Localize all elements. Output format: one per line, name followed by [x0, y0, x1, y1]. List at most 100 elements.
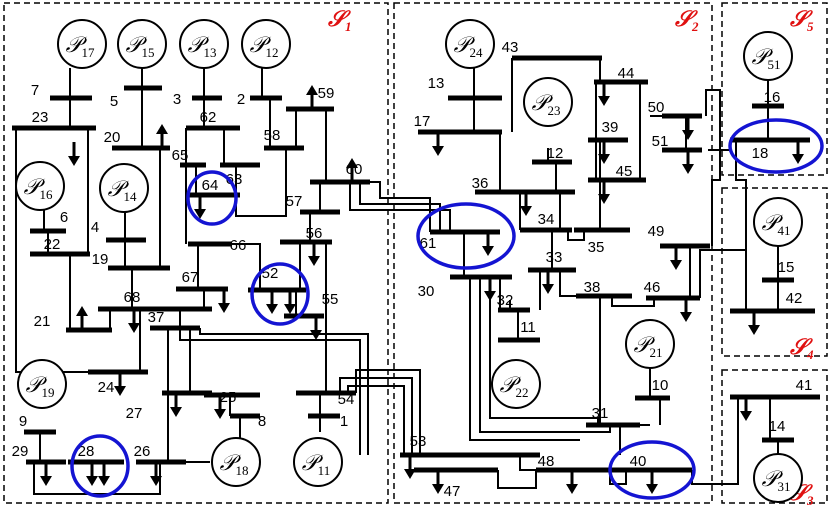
area-label-s4: 𝒮4 — [789, 334, 814, 362]
generator-p51-icon: 𝒫51 — [743, 31, 793, 81]
bus-30-label: 30 — [418, 283, 435, 300]
load-arrow-icon — [598, 180, 610, 204]
load-arrow-icon — [214, 395, 226, 419]
transmission-line — [199, 328, 369, 455]
bus-55-label: 55 — [322, 291, 339, 308]
transmission-line — [179, 309, 361, 455]
bus-15-label: 15 — [778, 259, 795, 276]
area-box-s2 — [393, 2, 713, 504]
bus-26-label: 26 — [134, 443, 151, 460]
bus-2-label: 2 — [237, 91, 245, 108]
bus-23-label: 23 — [32, 109, 49, 126]
load-arrow-icon — [432, 470, 444, 494]
load-arrow-icon — [482, 232, 494, 256]
load-arrow-icon — [646, 470, 658, 494]
load-arrow-icon — [98, 462, 110, 486]
generator-p18-icon: 𝒫18 — [211, 437, 261, 487]
area-box-s3 — [721, 369, 828, 504]
highlight-bus-40 — [608, 440, 696, 500]
load-arrow-icon — [284, 290, 296, 314]
highlight-bus-64 — [186, 170, 238, 226]
bus-18-label: 18 — [752, 145, 769, 162]
bus-45-label: 45 — [616, 163, 633, 180]
transmission-line — [567, 230, 585, 241]
load-arrow-icon — [680, 298, 692, 322]
injection-arrow-icon — [346, 158, 358, 182]
bus-1-label: 1 — [340, 413, 348, 430]
bus-34-label: 34 — [538, 211, 555, 228]
bus-12-label: 12 — [547, 145, 564, 162]
bus-58-label: 58 — [264, 127, 281, 144]
generator-p24-icon: 𝒫24 — [445, 19, 495, 69]
load-arrow-icon — [218, 289, 230, 313]
bus-59-label: 59 — [318, 85, 335, 102]
bus-39-label: 39 — [602, 119, 619, 136]
transmission-line — [691, 397, 739, 485]
load-arrow-icon — [266, 290, 278, 314]
bus-27-label: 27 — [126, 405, 143, 422]
load-arrow-icon — [598, 140, 610, 164]
load-arrow-icon — [520, 192, 532, 216]
bus-24-label: 24 — [98, 379, 115, 396]
bus-57-label: 57 — [286, 193, 303, 210]
load-arrow-icon — [432, 132, 444, 156]
transmission-line — [359, 182, 441, 232]
load-arrow-icon — [194, 195, 206, 219]
bus-36-label: 36 — [472, 175, 489, 192]
transmission-line — [497, 470, 537, 489]
highlight-bus-52 — [250, 262, 310, 326]
bus-44-label: 44 — [618, 65, 635, 82]
load-arrow-icon — [128, 309, 140, 333]
bus-6-label: 6 — [60, 209, 68, 226]
transmission-line — [611, 296, 655, 307]
bus-51-label: 51 — [652, 133, 669, 150]
area-box-s1 — [3, 2, 389, 504]
load-arrow-icon — [150, 462, 162, 486]
bus-40-label: 40 — [630, 453, 647, 470]
generator-p11-icon: 𝒫11 — [293, 437, 343, 487]
bus-33-label: 33 — [546, 249, 563, 266]
bus-47-label: 47 — [444, 483, 461, 500]
bus-43-label: 43 — [502, 39, 519, 56]
bus-5-label: 5 — [110, 93, 118, 110]
generator-p23-icon: 𝒫23 — [523, 77, 573, 127]
transmission-line — [469, 277, 580, 441]
bus-31-label: 31 — [592, 405, 609, 422]
bus-14-label: 14 — [769, 418, 786, 435]
bus-20-label: 20 — [104, 129, 121, 146]
bus-21-label: 21 — [34, 313, 51, 330]
bus-68-label: 68 — [124, 289, 141, 306]
bus-50-label: 50 — [648, 99, 665, 116]
area-label-s2: 𝒮2 — [674, 6, 699, 34]
load-arrow-icon — [68, 142, 80, 166]
bus-66-label: 66 — [230, 237, 247, 254]
transmission-line — [519, 455, 536, 471]
transmission-line — [349, 182, 451, 232]
bus-17-label: 17 — [414, 113, 431, 130]
load-arrow-icon — [40, 462, 52, 486]
bus-16-label: 16 — [764, 89, 781, 106]
bus-32-label: 32 — [497, 292, 514, 309]
injection-arrow-icon — [76, 306, 88, 330]
load-arrow-icon — [114, 372, 126, 396]
bus-22-label: 22 — [44, 236, 61, 253]
transmission-line — [559, 270, 580, 297]
transmission-line — [235, 148, 287, 217]
bus-48-label: 48 — [538, 453, 555, 470]
generator-p12-icon: 𝒫12 — [241, 19, 291, 69]
bus-29-label: 29 — [12, 443, 29, 460]
transmission-line — [15, 128, 88, 373]
generator-p19-icon: 𝒫19 — [17, 359, 67, 409]
injection-arrow-icon — [156, 124, 168, 148]
load-arrow-icon — [682, 150, 694, 174]
generator-p14-icon: 𝒫14 — [99, 163, 149, 213]
bus-25-label: 25 — [220, 389, 237, 406]
transmission-line — [479, 277, 611, 433]
bus-13-label: 13 — [428, 75, 445, 92]
generator-p31-icon: 𝒫31 — [753, 453, 803, 503]
bus-11-label: 11 — [520, 319, 536, 336]
load-arrow-icon — [308, 242, 320, 266]
generator-p17-icon: 𝒫17 — [57, 19, 107, 69]
transmission-line — [489, 277, 599, 425]
bus-3-label: 3 — [173, 91, 181, 108]
